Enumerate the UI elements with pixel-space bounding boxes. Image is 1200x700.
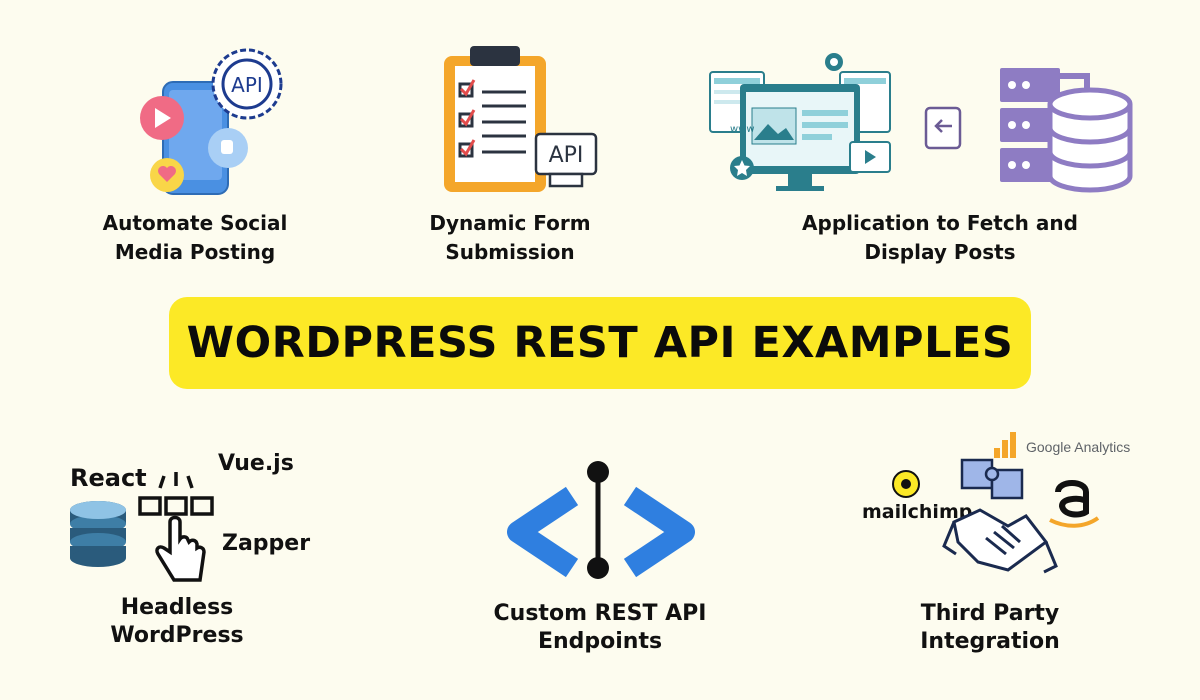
title-banner: WORDPRESS REST API EXAMPLES [169,297,1031,389]
code-brackets-icon [507,461,695,579]
web-dashboard-icon: www [709,53,891,191]
caption-social: Automate Social Media Posting [102,211,288,264]
api-badge-text: API [231,73,263,97]
mailchimp-label: mailchimp [862,501,972,523]
vuejs-label: Vue.js [218,451,294,476]
integration-icon: Google Analytics mailchimp [862,432,1130,574]
clipboard-api-icon: API [444,46,598,192]
caption-form: Dynamic Form Submission [429,211,591,264]
google-analytics-label: Google Analytics [1026,439,1130,455]
caption-headless: Headless WordPress [110,595,244,648]
caption-integration: Third Party Integration [920,601,1060,654]
amazon-icon [1049,480,1100,528]
caption-endpoints: Custom REST API Endpoints [493,601,707,654]
zapper-label: Zapper [222,531,310,556]
hand-click-icon [155,515,206,582]
phone-api-icon: API [140,48,283,195]
api-screen-text: API [549,143,584,168]
server-database-icon [924,68,1133,193]
react-label: React [70,464,147,492]
caption-fetch: Application to Fetch and Display Posts [802,211,1078,264]
www-text: www [730,124,755,135]
page-title: WORDPRESS REST API EXAMPLES [186,318,1014,368]
handshake-icon [942,508,1058,574]
headless-frameworks-icon: React Vue.js Zapper [70,451,310,582]
